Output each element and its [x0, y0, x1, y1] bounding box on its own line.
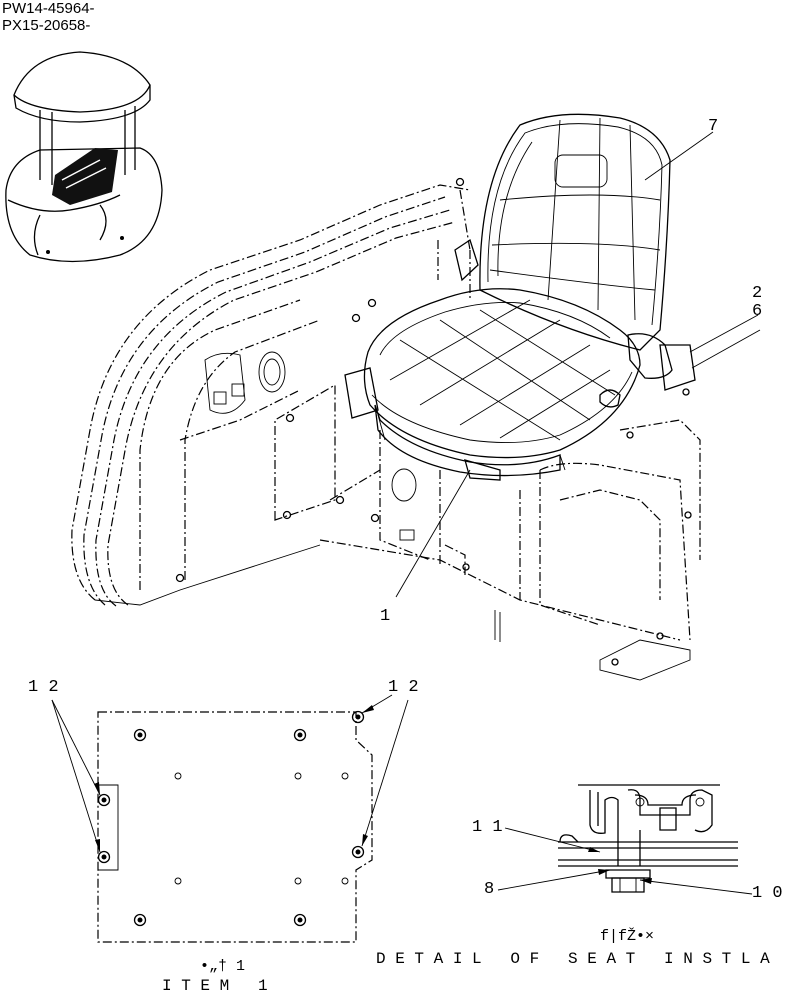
callout-2: 2 [752, 284, 763, 303]
serial-number-1: PW14-45964- [2, 0, 95, 17]
machine-thumbnail-icon [5, 51, 163, 263]
callout-10: 1 0 [752, 884, 783, 903]
callout-7: 7 [708, 117, 719, 136]
item-1-label: I T E M 1 [162, 977, 268, 995]
floor-frame-drawing [71, 184, 701, 681]
detail-of-seat-label: D E T A I L O F S E A T I N S T L A [376, 950, 770, 968]
callout-11: 1 1 [472, 818, 503, 837]
callout-12-right: 1 2 [388, 678, 419, 697]
detail-garbled-label: f|fŽ•× [600, 928, 655, 945]
frame-bolts [175, 177, 692, 666]
item-garbled-label: •„† 1 [200, 958, 246, 975]
seat-rail-detail-icon [558, 784, 738, 893]
serial-number-2: PX15-20658- [2, 17, 91, 34]
callout-8: 8 [484, 880, 495, 899]
callout-1: 1 [380, 607, 391, 626]
operator-seat-icon [344, 113, 696, 481]
callout-6: 6 [752, 302, 763, 321]
mounting-plate-icon [97, 710, 373, 943]
callout-12-left: 1 2 [28, 678, 59, 697]
